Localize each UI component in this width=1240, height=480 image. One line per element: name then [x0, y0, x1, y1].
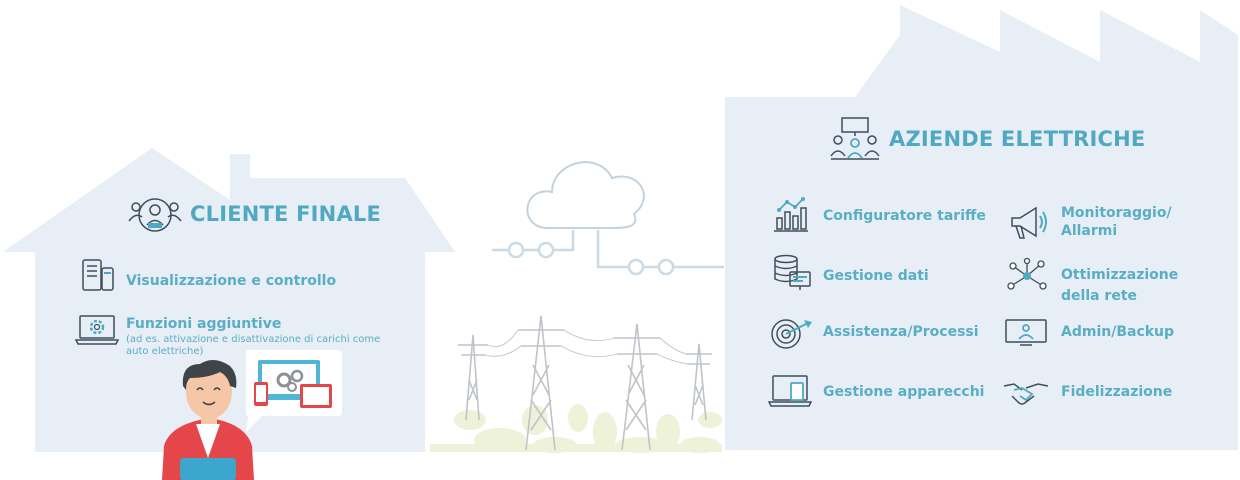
- devices-icon: [82, 259, 114, 291]
- item-admin-backup: Admin/Backup: [1061, 324, 1175, 340]
- megaphone-icon: [1011, 206, 1047, 239]
- cliente-title: CLIENTE FINALE: [190, 202, 382, 226]
- device-icon: [768, 375, 812, 407]
- tower-3: [614, 323, 660, 451]
- connection-lines: [492, 230, 724, 269]
- item-ottimizzazione-1: Ottimizzazione: [1061, 267, 1179, 283]
- item-fidelizzazione: Fidelizzazione: [1061, 384, 1173, 400]
- ground-bushes: [430, 404, 722, 453]
- item-monitoraggio-1: Monitoraggio/: [1061, 205, 1172, 221]
- aziende-title: AZIENDE ELETTRICHE: [889, 127, 1146, 151]
- item-ottimizzazione-2: della rete: [1061, 288, 1138, 304]
- connection-nodes: [507, 241, 675, 276]
- target-icon: [771, 319, 812, 349]
- item-funzioni-note-2: auto elettriche): [126, 346, 204, 357]
- admin-monitor-icon: [1005, 319, 1047, 346]
- item-gestione-dati: Gestione dati: [823, 268, 929, 284]
- meeting-icon: [830, 117, 880, 160]
- item-gestione-apparecchi: Gestione apparecchi: [823, 384, 985, 400]
- database-icon: [774, 254, 811, 290]
- speech-bubble: [246, 350, 342, 432]
- house-shape: [3, 148, 455, 452]
- network-icon: [1007, 258, 1047, 290]
- tower-4: [686, 343, 712, 421]
- person-illustration: [162, 359, 254, 480]
- bar-chart-icon: [774, 197, 808, 232]
- factory-shape: [725, 5, 1238, 450]
- tower-1: [458, 334, 488, 421]
- cloud-icon: [526, 161, 645, 229]
- item-funzioni: Funzioni aggiuntive: [126, 316, 282, 332]
- laptop-gear-icon: [74, 315, 120, 345]
- item-assistenza: Assistenza/Processi: [823, 324, 979, 340]
- power-towers: [458, 315, 712, 451]
- tower-2: [518, 315, 564, 451]
- power-wires: [484, 329, 689, 365]
- item-funzioni-note-1: (ad es. attivazione e disattivazione di …: [126, 334, 381, 345]
- item-visualizzazione: Visualizzazione e controllo: [126, 273, 337, 289]
- item-monitoraggio-2: Allarmi: [1061, 223, 1118, 239]
- item-configuratore: Configuratore tariffe: [823, 208, 986, 224]
- handshake-icon: [1003, 383, 1049, 405]
- people-group-icon: [128, 198, 182, 232]
